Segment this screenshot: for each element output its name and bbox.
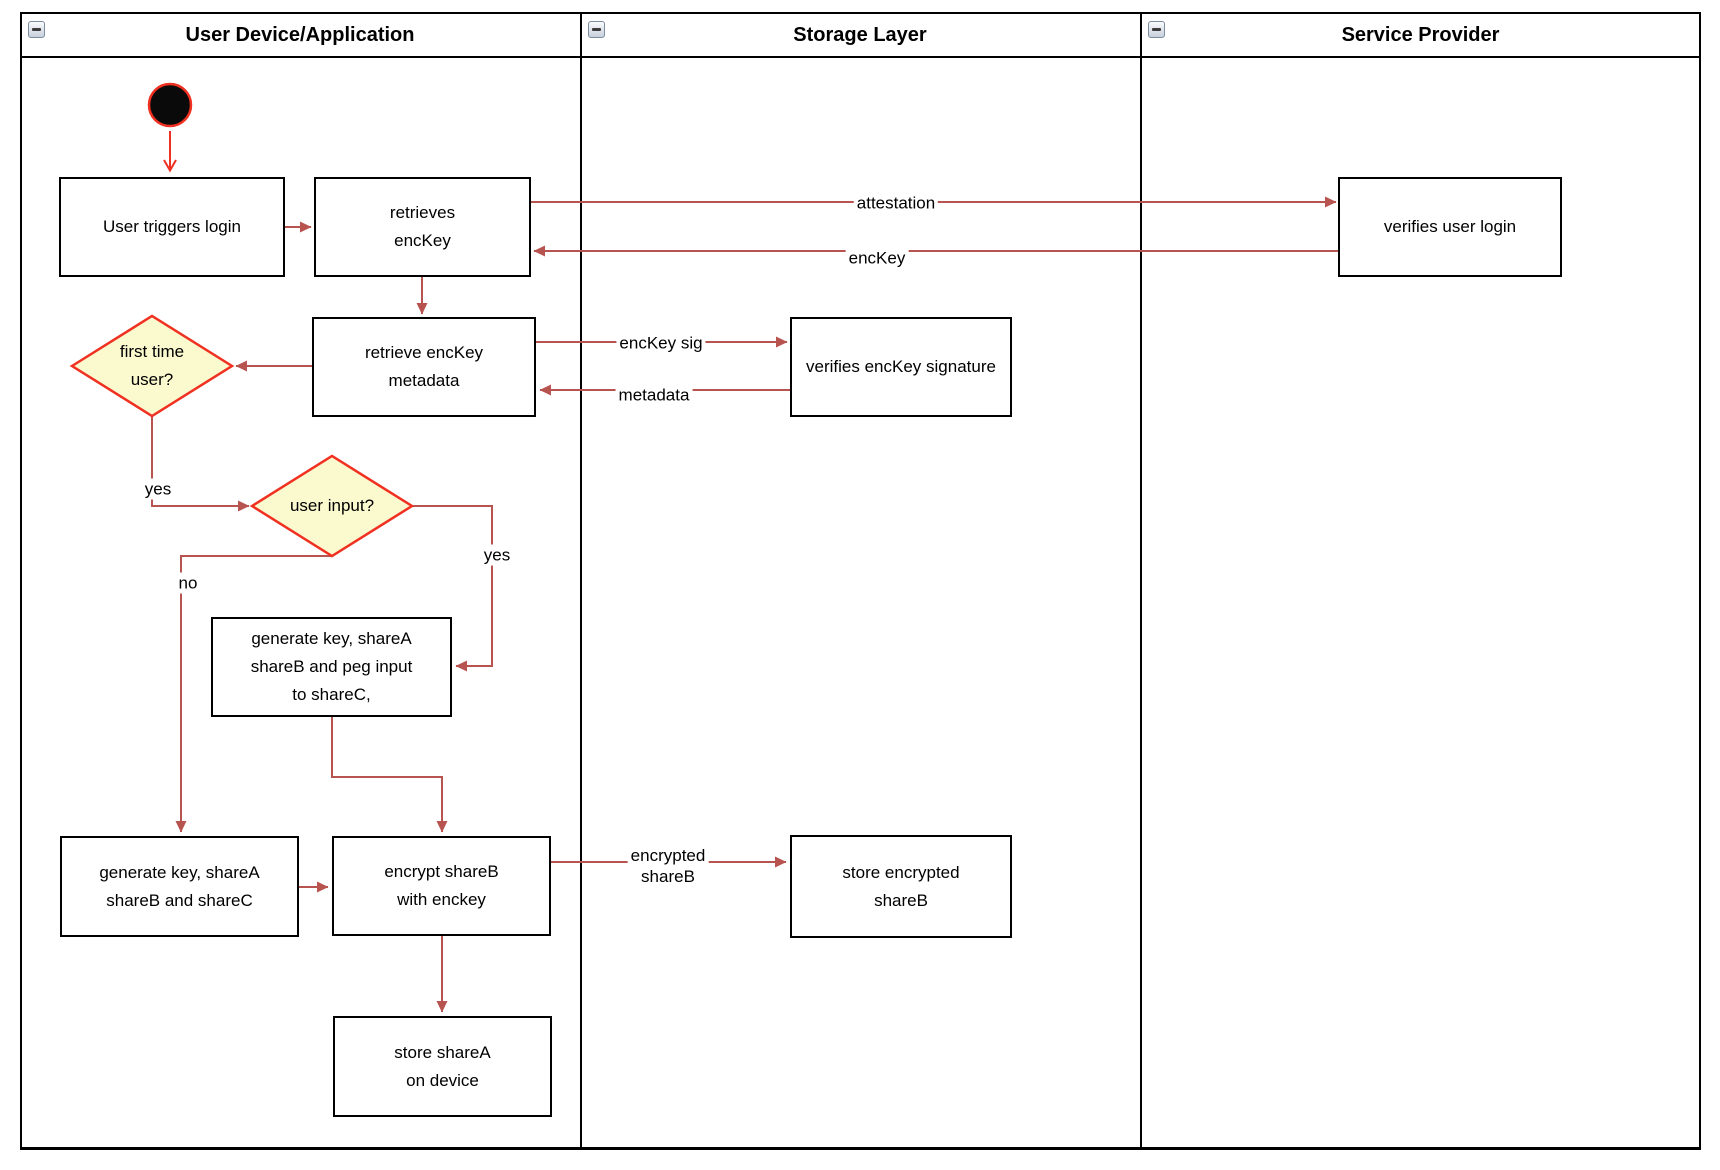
- edge-label-enckey[interactable]: encKey: [845, 247, 909, 269]
- decision-first-time-user[interactable]: [69, 314, 235, 418]
- edge-label-first-time-yes[interactable]: yes: [141, 478, 175, 500]
- edge-label-attestation[interactable]: attestation: [853, 192, 939, 214]
- edge-label-user-input-no[interactable]: no: [175, 572, 201, 594]
- node-label: retrieves: [389, 203, 456, 222]
- node-label: on device: [406, 1070, 479, 1090]
- minus-icon: [32, 28, 41, 31]
- start-node[interactable]: [147, 82, 193, 128]
- node-label: user?: [130, 370, 174, 389]
- node-verifies-enckey-signature[interactable]: verifies encKey signature: [790, 317, 1012, 417]
- swimlane-pool: [20, 12, 1701, 1150]
- node-label: store encrypted: [842, 862, 960, 882]
- node-label: retrieve encKey: [364, 343, 484, 362]
- node-store-sharea-device[interactable]: store shareA on device: [333, 1016, 552, 1117]
- lane-header-divider: [20, 56, 1701, 58]
- minus-icon: [1152, 28, 1161, 31]
- node-label: shareB and peg input: [250, 657, 413, 676]
- edge-peg-to-encrypt[interactable]: [331, 717, 448, 833]
- decision-user-input[interactable]: [249, 454, 415, 558]
- lane-divider-1: [580, 12, 582, 1150]
- node-label: to shareC,: [292, 685, 371, 704]
- edge-label-metadata[interactable]: metadata: [615, 384, 693, 406]
- minus-icon: [592, 28, 601, 31]
- lane-title-storage-layer: Storage Layer: [793, 24, 927, 46]
- collapse-lane-service-provider-button[interactable]: [1148, 21, 1165, 38]
- lane-title-user-device: User Device/Application: [185, 24, 415, 46]
- collapse-lane-storage-layer-button[interactable]: [588, 21, 605, 38]
- node-label: store shareA: [394, 1042, 491, 1062]
- node-verifies-user-login[interactable]: verifies user login: [1338, 177, 1562, 277]
- edge-label-line: shareB: [641, 867, 695, 886]
- node-label: shareB: [874, 890, 928, 910]
- node-label: first time: [119, 342, 185, 361]
- edge-label-user-input-yes[interactable]: yes: [480, 544, 514, 566]
- decision-label-user-input: user input?: [290, 492, 374, 520]
- node-label: User triggers login: [103, 217, 241, 236]
- decision-label-first-time-user: first time user?: [120, 338, 184, 394]
- collapse-lane-user-device-button[interactable]: [28, 21, 45, 38]
- node-label: shareB and shareC: [106, 890, 253, 910]
- node-store-encrypted-shareb[interactable]: store encrypted shareB: [790, 835, 1012, 938]
- edge-user-input-yes[interactable]: [412, 505, 493, 672]
- node-label: user input?: [289, 496, 375, 515]
- node-retrieves-enckey[interactable]: retrieves encKey: [314, 177, 531, 277]
- node-label: encrypt shareB: [384, 862, 499, 881]
- node-label: metadata: [388, 371, 460, 390]
- node-label: verifies user login: [1383, 217, 1517, 236]
- edge-first-time-yes[interactable]: [151, 416, 250, 512]
- node-label: with enckey: [397, 890, 486, 909]
- node-generate-key-shares[interactable]: generate key, shareA shareB and shareC: [60, 836, 299, 937]
- node-generate-key-peg-input[interactable]: generate key, shareA shareB and peg inpu…: [211, 617, 452, 717]
- node-encrypt-shareb[interactable]: encrypt shareB with enckey: [332, 836, 551, 936]
- edge-label-line: encrypted: [630, 846, 706, 865]
- edge-label-encrypted-shareb[interactable]: encrypted shareB: [627, 845, 709, 887]
- lane-divider-2: [1140, 12, 1142, 1150]
- edge-label-enckey-sig[interactable]: encKey sig: [616, 332, 706, 354]
- node-user-triggers-login[interactable]: User triggers login: [59, 177, 285, 277]
- node-label: generate key, shareA: [99, 862, 260, 882]
- node-retrieve-enckey-metadata[interactable]: retrieve encKey metadata: [312, 317, 536, 417]
- node-label: encKey: [394, 231, 451, 250]
- lane-title-service-provider: Service Provider: [1341, 24, 1500, 46]
- node-label: generate key, shareA: [251, 629, 412, 648]
- node-label: verifies encKey signature: [806, 357, 996, 376]
- edge-user-input-no[interactable]: [175, 555, 332, 833]
